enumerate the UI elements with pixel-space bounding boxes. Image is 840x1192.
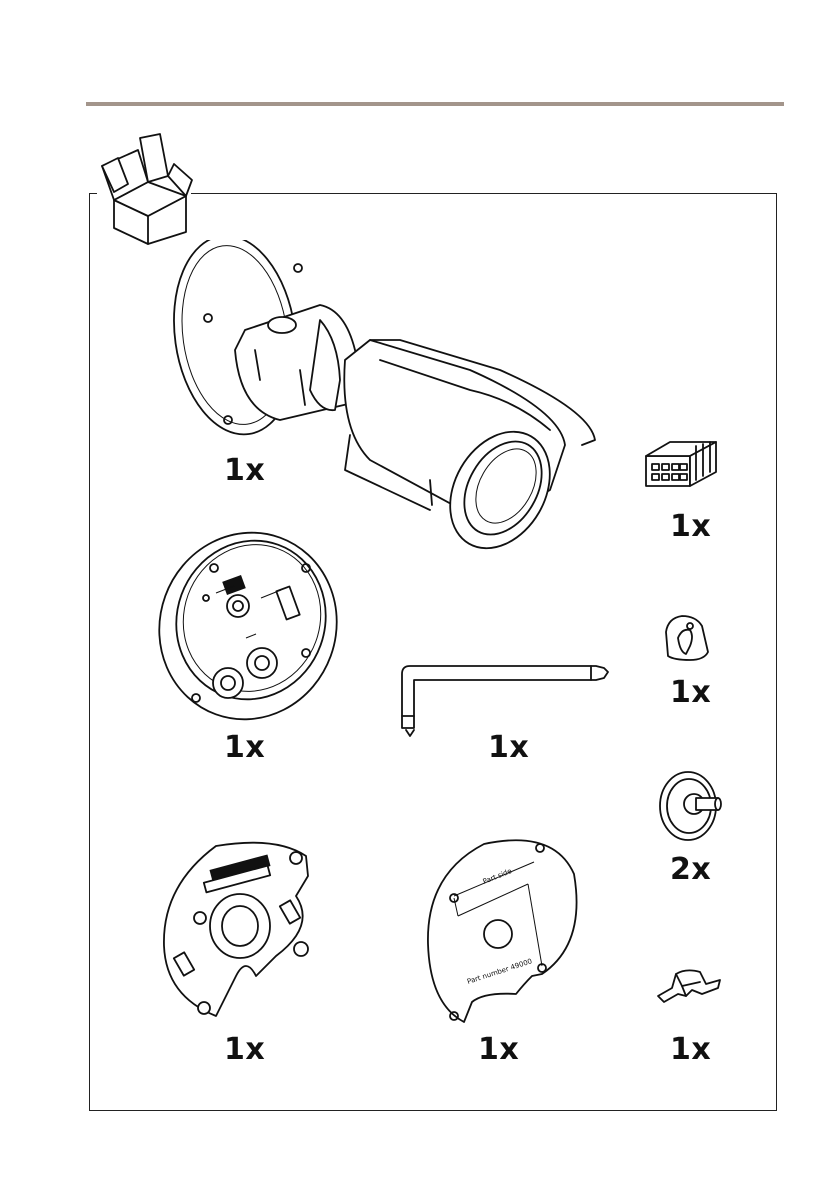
mounting-bracket	[156, 836, 326, 1026]
cable-clip	[652, 966, 726, 1006]
connector-quantity: 1x	[670, 512, 711, 542]
drill-template: Part number 49000 Part side	[424, 834, 586, 1028]
bullet-camera	[170, 240, 620, 560]
cable-grommet	[656, 768, 726, 844]
bracket-quantity: 1x	[224, 1035, 265, 1065]
grommet-quantity: 2x	[670, 855, 711, 885]
junction-box-quantity: 1x	[224, 733, 265, 763]
junction-box	[156, 528, 346, 728]
gasket-quantity: 1x	[670, 678, 711, 708]
camera-quantity: 1x	[224, 456, 265, 486]
cable-gasket	[660, 612, 716, 662]
header-rule	[86, 102, 784, 106]
terminal-connector	[640, 436, 726, 492]
torx-key	[396, 660, 616, 740]
open-box-icon	[98, 132, 194, 246]
torx-key-quantity: 1x	[488, 733, 529, 763]
clip-quantity: 1x	[670, 1035, 711, 1065]
template-quantity: 1x	[478, 1035, 519, 1065]
